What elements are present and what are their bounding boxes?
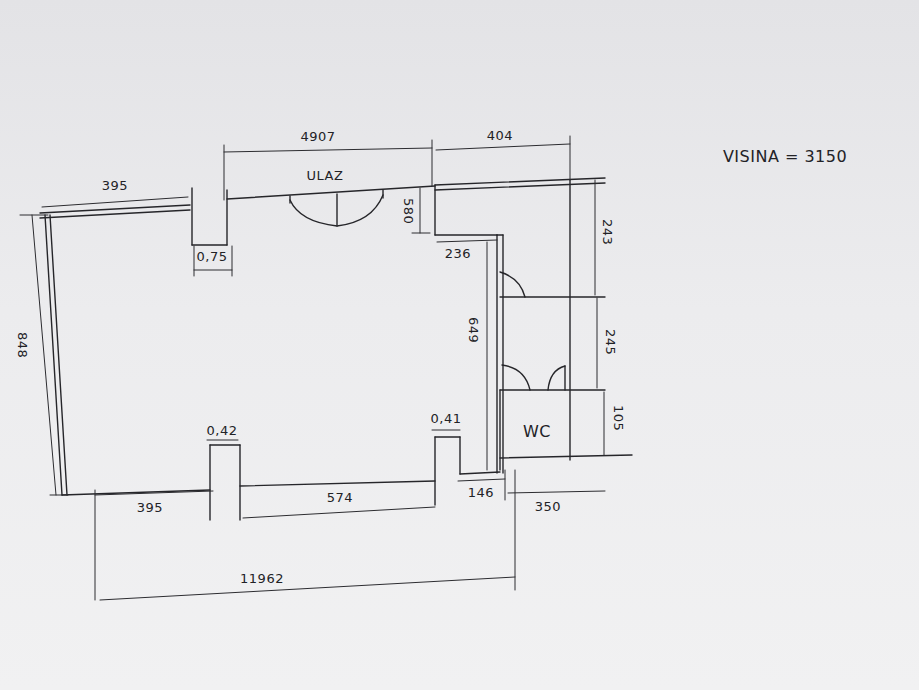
dimension-label: 245: [603, 329, 617, 355]
dimension-label: 0,75: [197, 250, 228, 264]
dimension-label: 649: [466, 317, 480, 343]
dimension-label: 574: [327, 491, 353, 505]
dimension-label: 105: [611, 405, 625, 431]
dimension-label: 0,42: [207, 424, 238, 438]
dimension-label: 395: [102, 179, 128, 193]
dimension-label: 848: [15, 332, 29, 358]
dimension-label: 146: [468, 486, 494, 500]
dimension-label: 236: [445, 247, 471, 261]
dimension-label: 243: [600, 219, 614, 245]
dimension-label: 4907: [300, 130, 335, 144]
dimension-label: VISINA = 3150: [723, 148, 847, 166]
dimension-label: 350: [535, 500, 561, 514]
dimension-label: 395: [137, 501, 163, 515]
dimension-label: 580: [401, 198, 415, 224]
dimension-label: WC: [523, 423, 551, 441]
dimension-label: 404: [487, 129, 513, 143]
dimension-label: 0,41: [431, 412, 462, 426]
dimension-label: ULAZ: [307, 169, 344, 183]
dimension-label: 11962: [240, 572, 284, 586]
